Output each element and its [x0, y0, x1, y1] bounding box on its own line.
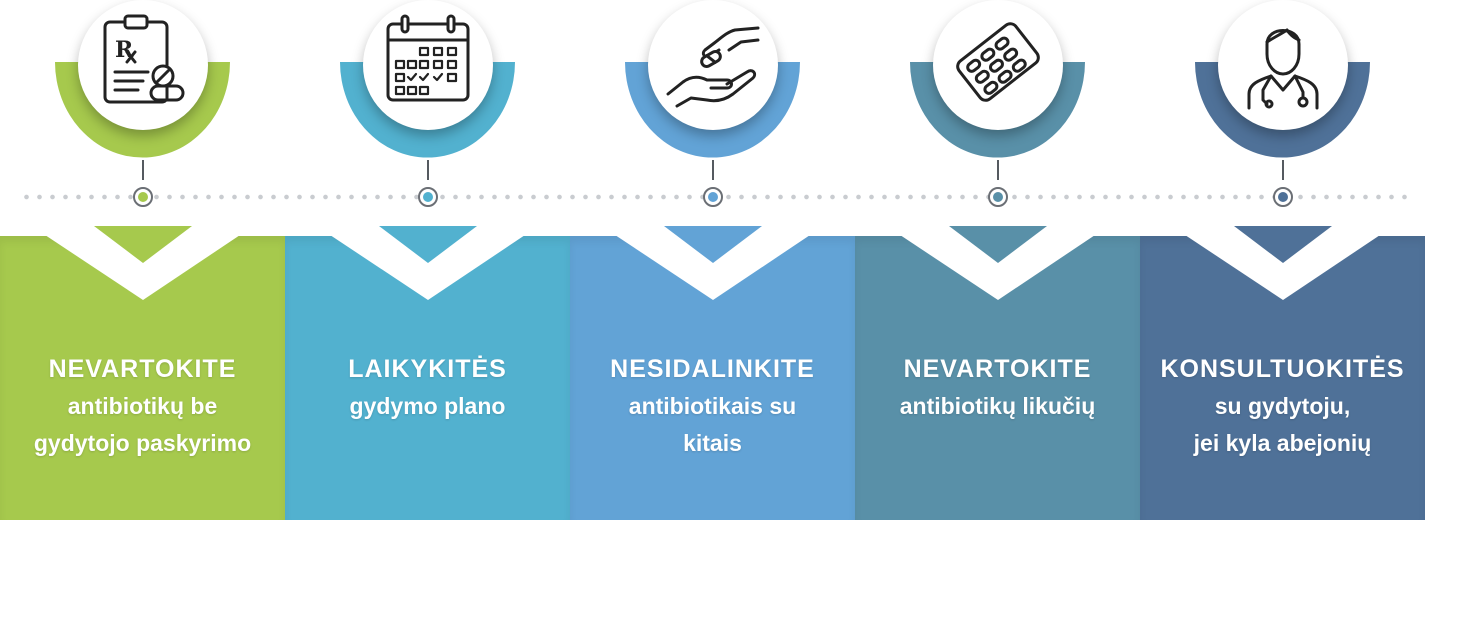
icon-circle	[648, 0, 778, 130]
icon-circle	[363, 0, 493, 130]
connector-line	[1282, 160, 1284, 180]
timeline-marker	[703, 187, 723, 207]
timeline-marker	[133, 187, 153, 207]
connector-line	[142, 160, 144, 180]
step-line: su gydytoju,	[1214, 393, 1351, 419]
timeline-marker	[988, 187, 1008, 207]
step-text: NESIDALINKITE antibiotikais su kitais	[570, 350, 855, 462]
timeline-marker	[1273, 187, 1293, 207]
step-heading: LAIKYKITĖS	[348, 355, 507, 383]
pill-blister-icon	[956, 22, 1040, 102]
timeline-marker	[418, 187, 438, 207]
icon-arc	[625, 62, 800, 158]
icon-arc	[910, 62, 1085, 158]
step-text: NEVARTOKITE antibiotikų likučių	[855, 350, 1140, 425]
step-leftovers: NEVARTOKITE antibiotikų likučių	[855, 0, 1140, 621]
icon-circle: R	[78, 0, 208, 130]
connector-line	[427, 160, 429, 180]
calendar-icon	[386, 14, 470, 102]
hand-passing-pill-icon	[666, 26, 760, 108]
icon-arc	[1195, 62, 1370, 158]
step-heading: NEVARTOKITE	[48, 355, 237, 383]
step-text: NEVARTOKITE antibiotikų be gydytojo pask…	[0, 350, 285, 462]
step-line: gydytojo paskyrimo	[33, 430, 252, 456]
step-line: antibiotikais su	[628, 393, 797, 419]
step-heading: KONSULTUOKITĖS	[1160, 355, 1405, 383]
step-line: antibiotikų likučių	[899, 393, 1096, 419]
connector-line	[712, 160, 714, 180]
step-text: LAIKYKITĖS gydymo plano	[285, 350, 570, 425]
connector-line	[997, 160, 999, 180]
step-line: jei kyla abejonių	[1193, 430, 1372, 456]
step-line: gydymo plano	[349, 393, 506, 419]
prescription-clipboard-icon: R	[103, 14, 185, 104]
doctor-icon	[1247, 28, 1319, 110]
step-line: kitais	[683, 430, 742, 456]
step-heading: NESIDALINKITE	[610, 355, 815, 383]
icon-circle	[933, 0, 1063, 130]
step-plan: LAIKYKITĖS gydymo plano	[285, 0, 570, 621]
step-text: KONSULTUOKITĖS su gydytoju, jei kyla abe…	[1140, 350, 1425, 462]
step-prescription: R NEVARTOKITE antibiotikų be gydytojo pa…	[0, 0, 285, 621]
step-heading: NEVARTOKITE	[903, 355, 1092, 383]
step-line: antibiotikų be	[67, 393, 218, 419]
icon-arc	[340, 62, 515, 158]
step-share: NESIDALINKITE antibiotikais su kitais	[570, 0, 855, 621]
icon-arc	[55, 62, 230, 158]
icon-circle	[1218, 0, 1348, 130]
step-doctor: KONSULTUOKITĖS su gydytoju, jei kyla abe…	[1140, 0, 1425, 621]
